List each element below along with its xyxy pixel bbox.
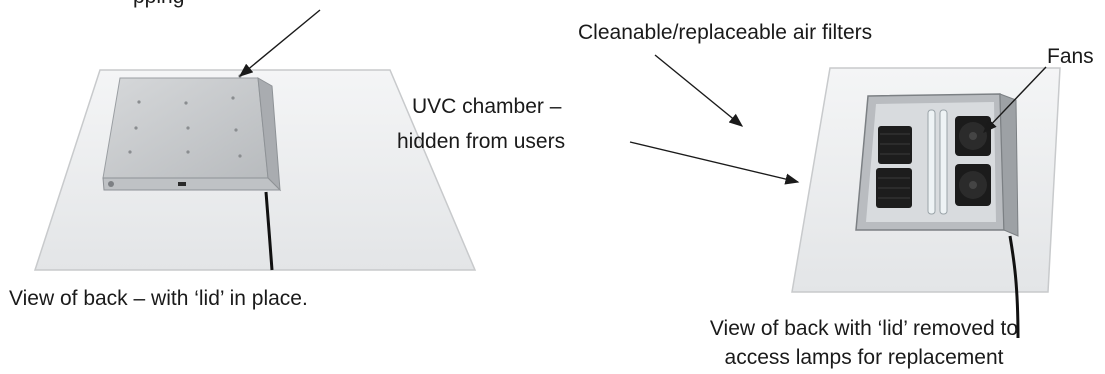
uvc-chamber-label-line1: UVC chamber – — [412, 95, 562, 118]
top-partial-label: pping — [133, 0, 184, 10]
arrow-fans — [983, 66, 1047, 134]
caption-right-line1: View of back with ‘lid’ removed to — [709, 317, 1019, 340]
left-box-front — [102, 177, 282, 191]
right-power-cable — [1008, 235, 1020, 339]
fan-icons — [955, 116, 991, 206]
air-filters-label: Cleanable/replaceable air filters — [578, 21, 873, 44]
left-port — [178, 182, 186, 186]
left-button-icon — [108, 181, 114, 187]
left-power-cable — [264, 191, 274, 271]
arrow-uvc-chamber — [629, 141, 800, 185]
caption-right-line2: access lamps for replacement — [724, 346, 1004, 369]
fans-label: Fans — [1047, 45, 1094, 68]
arrow-air-filters — [654, 54, 744, 127]
left-device-image — [33, 69, 477, 271]
uvc-chamber-label-line2: hidden from users — [397, 130, 566, 153]
right-chamber-side — [999, 93, 1019, 237]
uvc-lamp-icons — [927, 109, 948, 215]
air-filter-icons — [876, 126, 912, 208]
right-device-image — [791, 67, 1061, 339]
arrow-top-left — [238, 9, 321, 77]
left-lid-top — [102, 77, 269, 179]
callout-arrows — [238, 9, 1047, 185]
left-lid-screws — [128, 74, 242, 158]
caption-left: View of back – with ‘lid’ in place. — [9, 287, 308, 310]
